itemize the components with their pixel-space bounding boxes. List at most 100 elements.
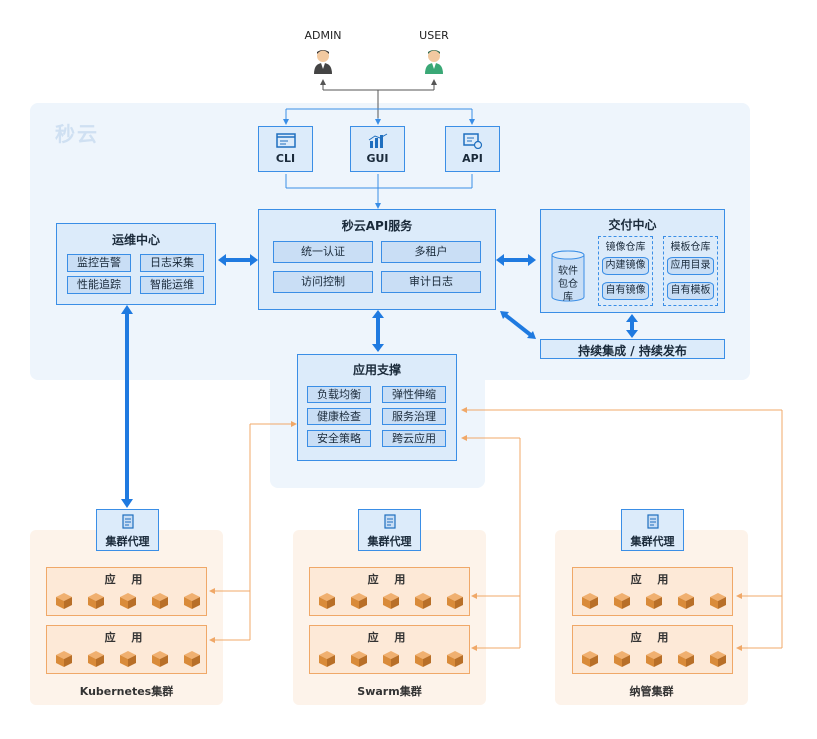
cluster-agent-label: 集群代理 — [105, 535, 150, 548]
cluster-agent-label: 集群代理 — [630, 535, 675, 548]
cicd-label: 持续集成 / 持续发布 — [578, 344, 687, 358]
app-row-label: 应 用 — [630, 573, 675, 586]
ops-chip-monitoring: 监控告警 — [67, 254, 131, 272]
terminal-icon — [275, 133, 296, 148]
delivery-center-panel: 交付中心 软件包仓库 镜像仓库 内建镜像 自有镜像 模板仓库 应用目录 自有模板 — [540, 209, 725, 313]
template-repo-catalog: 应用目录 — [667, 257, 714, 275]
app-row-label: 应 用 — [367, 631, 412, 644]
ops-center-title: 运维中心 — [111, 233, 160, 247]
app-cube-icon — [318, 592, 336, 610]
cluster-agent-kubernetes: 集群代理 — [96, 509, 159, 551]
support-chip-load-balancing: 负载均衡 — [307, 386, 371, 403]
image-repo-own: 自有镜像 — [602, 282, 649, 300]
app-cube-icon — [709, 650, 727, 668]
chart-icon — [368, 133, 387, 148]
user-label-user: USER — [419, 29, 449, 42]
cicd-bar: 持续集成 / 持续发布 — [540, 339, 725, 359]
app-row-label: 应 用 — [104, 573, 149, 586]
app-support-title: 应用支撑 — [352, 363, 401, 377]
app-row-swarm-2: 应 用 — [309, 625, 470, 674]
user-label-admin: ADMIN — [304, 29, 342, 42]
app-cubes — [318, 650, 464, 670]
app-cubes — [318, 592, 464, 612]
package-repo-label: 软件包仓库 — [558, 266, 578, 303]
app-cube-icon — [382, 592, 400, 610]
client-api-label: API — [462, 152, 483, 165]
support-chip-security-policy: 安全策略 — [307, 430, 371, 447]
cluster-area-swarm — [293, 530, 486, 705]
app-row-managed-1: 应 用 — [572, 567, 733, 616]
package-repo-cylinder-icon — [551, 250, 585, 302]
app-cube-icon — [119, 592, 137, 610]
template-repo-own: 自有模板 — [667, 282, 714, 300]
ops-chip-log-collection: 日志采集 — [140, 254, 204, 272]
app-cube-icon — [55, 650, 73, 668]
support-chip-service-governance: 服务治理 — [382, 408, 446, 425]
user-connector — [320, 79, 437, 118]
app-cube-icon — [414, 650, 432, 668]
app-cube-icon — [183, 592, 201, 610]
ops-center-panel: 运维中心 监控告警 日志采集 性能追踪 智能运维 — [56, 223, 216, 305]
client-cli-label: CLI — [275, 152, 296, 165]
cluster-area-managed — [555, 530, 748, 705]
thick-arrow-heads — [121, 254, 638, 508]
app-cube-icon — [151, 592, 169, 610]
template-repo-group: 模板仓库 应用目录 自有模板 — [663, 236, 718, 306]
client-cli[interactable]: CLI — [258, 126, 313, 172]
api-service-panel: 秒云API服务 统一认证 多租户 访问控制 审计日志 — [258, 209, 496, 310]
app-cube-icon — [645, 650, 663, 668]
app-cube-icon — [350, 650, 368, 668]
app-cube-icon — [613, 650, 631, 668]
app-cube-icon — [55, 592, 73, 610]
cluster-agent-swarm: 集群代理 — [358, 509, 421, 551]
app-cube-icon — [318, 650, 336, 668]
ops-chip-performance-tracing: 性能追踪 — [67, 276, 131, 294]
ops-chip-smart-ops: 智能运维 — [140, 276, 204, 294]
document-icon — [646, 514, 659, 529]
client-api[interactable]: API — [445, 126, 500, 172]
support-chip-cross-cloud: 跨云应用 — [382, 430, 446, 447]
app-cube-icon — [677, 650, 695, 668]
app-cube-icon — [119, 650, 137, 668]
app-cube-icon — [87, 650, 105, 668]
app-cube-icon — [382, 650, 400, 668]
app-cube-icon — [87, 592, 105, 610]
cluster-label-kubernetes: Kubernetes集群 — [79, 685, 174, 698]
cluster-label-managed: 纳管集群 — [629, 685, 674, 698]
app-cubes — [55, 592, 201, 612]
support-chip-health-check: 健康检查 — [307, 408, 371, 425]
image-repo-builtin: 内建镜像 — [602, 257, 649, 275]
orange-connectors — [209, 407, 783, 651]
cluster-agent-managed: 集群代理 — [621, 509, 684, 551]
api-chip-unified-auth: 统一认证 — [273, 241, 373, 263]
app-row-kubernetes-1: 应 用 — [46, 567, 207, 616]
app-row-label: 应 用 — [630, 631, 675, 644]
app-cube-icon — [645, 592, 663, 610]
image-repo-title: 镜像仓库 — [605, 242, 646, 253]
cluster-area-kubernetes — [30, 530, 223, 705]
app-row-kubernetes-2: 应 用 — [46, 625, 207, 674]
api-service-title: 秒云API服务 — [341, 219, 413, 233]
platform-title: 秒云 — [55, 122, 99, 146]
api-chip-audit-log: 审计日志 — [381, 271, 481, 293]
app-row-swarm-1: 应 用 — [309, 567, 470, 616]
app-cube-icon — [581, 650, 599, 668]
api-chip-access-control: 访问控制 — [273, 271, 373, 293]
app-cubes — [55, 650, 201, 670]
template-repo-title: 模板仓库 — [670, 242, 711, 253]
app-row-label: 应 用 — [104, 631, 149, 644]
app-row-label: 应 用 — [367, 573, 412, 586]
api-chip-multi-tenant: 多租户 — [381, 241, 481, 263]
support-chip-autoscaling: 弹性伸缩 — [382, 386, 446, 403]
thick-arrows — [125, 258, 634, 503]
api-icon — [462, 133, 482, 150]
image-repo-group: 镜像仓库 内建镜像 自有镜像 — [598, 236, 653, 306]
app-cube-icon — [350, 592, 368, 610]
app-cube-icon — [581, 592, 599, 610]
client-gui[interactable]: GUI — [350, 126, 405, 172]
app-cube-icon — [446, 592, 464, 610]
app-cubes — [581, 592, 727, 612]
app-cube-icon — [151, 650, 169, 668]
document-icon — [383, 514, 396, 529]
